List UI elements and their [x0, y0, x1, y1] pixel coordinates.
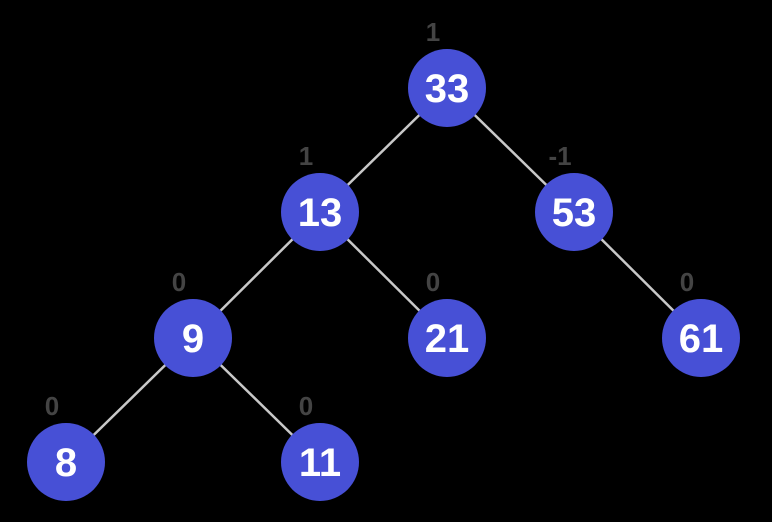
node-circle [154, 299, 232, 377]
balance-factor: 1 [299, 141, 313, 171]
node-circle [662, 299, 740, 377]
node-value: 8 [55, 441, 77, 485]
balance-factor: 0 [45, 391, 59, 421]
tree-node-33: 33 1 [408, 17, 486, 127]
node-circle [281, 173, 359, 251]
balance-factor: 0 [172, 267, 186, 297]
balance-factor: -1 [548, 141, 571, 171]
node-value: 13 [298, 191, 343, 235]
tree-edges [65, 87, 702, 463]
tree-node-9: 90 [154, 267, 232, 377]
balance-factor: 0 [680, 267, 694, 297]
tree-node-8: 80 [27, 391, 105, 501]
tree-node-11: 11 0 [281, 391, 359, 501]
node-value: 9 [182, 317, 204, 361]
tree-node-61: 61 0 [662, 267, 740, 377]
node-value: 61 [679, 317, 724, 361]
node-value: 53 [552, 191, 597, 235]
tree-node-13: 13 1 [281, 141, 359, 251]
tree-node-21: 21 0 [408, 267, 486, 377]
balance-factor: 0 [426, 267, 440, 297]
balance-factor: 0 [299, 391, 313, 421]
node-circle [281, 423, 359, 501]
balance-factor: 1 [426, 17, 440, 47]
node-value: 33 [425, 67, 470, 111]
node-circle [408, 299, 486, 377]
tree-node-53: 53 -1 [535, 141, 613, 251]
node-value: 11 [299, 441, 341, 485]
node-circle [408, 49, 486, 127]
node-value: 21 [425, 317, 470, 361]
node-circle [27, 423, 105, 501]
node-circle [535, 173, 613, 251]
